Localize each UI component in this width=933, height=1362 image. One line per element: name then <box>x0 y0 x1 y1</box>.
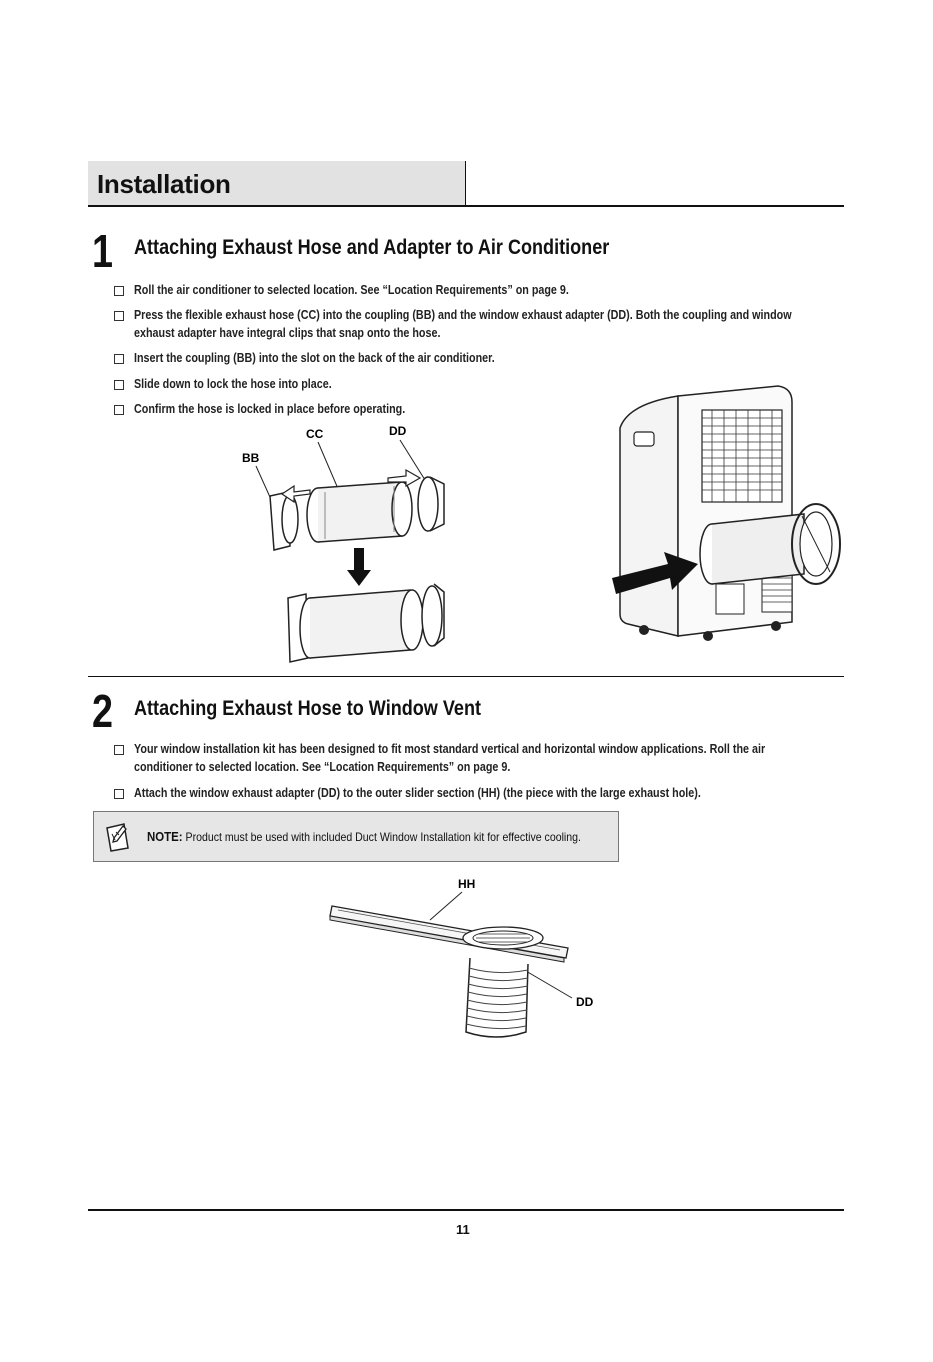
checkbox-icon <box>114 286 124 296</box>
note-box: NOTE: Product must be used with included… <box>93 811 619 862</box>
section-header: Installation <box>88 161 466 205</box>
checkbox-icon <box>114 745 124 755</box>
label-hh: HH <box>458 877 475 891</box>
step-2-bullet: Attach the window exhaust adapter (DD) t… <box>114 784 874 802</box>
label-bb: BB <box>242 451 260 465</box>
step-1-bullet: Slide down to lock the hose into place. <box>114 375 874 393</box>
checkbox-icon <box>114 789 124 799</box>
checkbox-icon <box>114 380 124 390</box>
step-2-bullet: Your window installation kit has been de… <box>114 740 834 776</box>
page-number: 11 <box>456 1222 470 1237</box>
air-conditioner-illustration <box>612 385 841 641</box>
note-body: Product must be used with included Duct … <box>185 830 581 844</box>
label-cc: CC <box>306 427 324 441</box>
step-divider <box>88 676 844 677</box>
step-1-bullet: Confirm the hose is locked in place befo… <box>114 400 874 418</box>
hose-assembly-illustration: CC DD BB <box>242 424 445 663</box>
footer-rule <box>88 1209 844 1211</box>
note-label: NOTE: <box>147 829 183 844</box>
section-title: Installation <box>97 169 231 199</box>
label-dd: DD <box>389 424 407 438</box>
checkbox-icon <box>114 354 124 364</box>
step-1-bullet: Roll the air conditioner to selected loc… <box>114 281 874 299</box>
step-2-number: 2 <box>92 685 113 737</box>
note-pencil-icon <box>106 823 129 852</box>
label-dd: DD <box>576 995 594 1009</box>
step-1-number: 1 <box>92 225 113 277</box>
header-rule <box>88 205 844 207</box>
note-text: NOTE: Product must be used with included… <box>147 829 581 844</box>
step-1-bullet: Press the flexible exhaust hose (CC) int… <box>114 306 854 342</box>
step-2-title: Attaching Exhaust Hose to Window Vent <box>134 697 482 720</box>
window-vent-illustration: HH DD <box>329 877 594 1038</box>
checkbox-icon <box>114 311 124 321</box>
step-1-bullet: Insert the coupling (BB) into the slot o… <box>114 349 874 367</box>
step-1-title: Attaching Exhaust Hose and Adapter to Ai… <box>134 236 610 259</box>
checkbox-icon <box>114 405 124 415</box>
